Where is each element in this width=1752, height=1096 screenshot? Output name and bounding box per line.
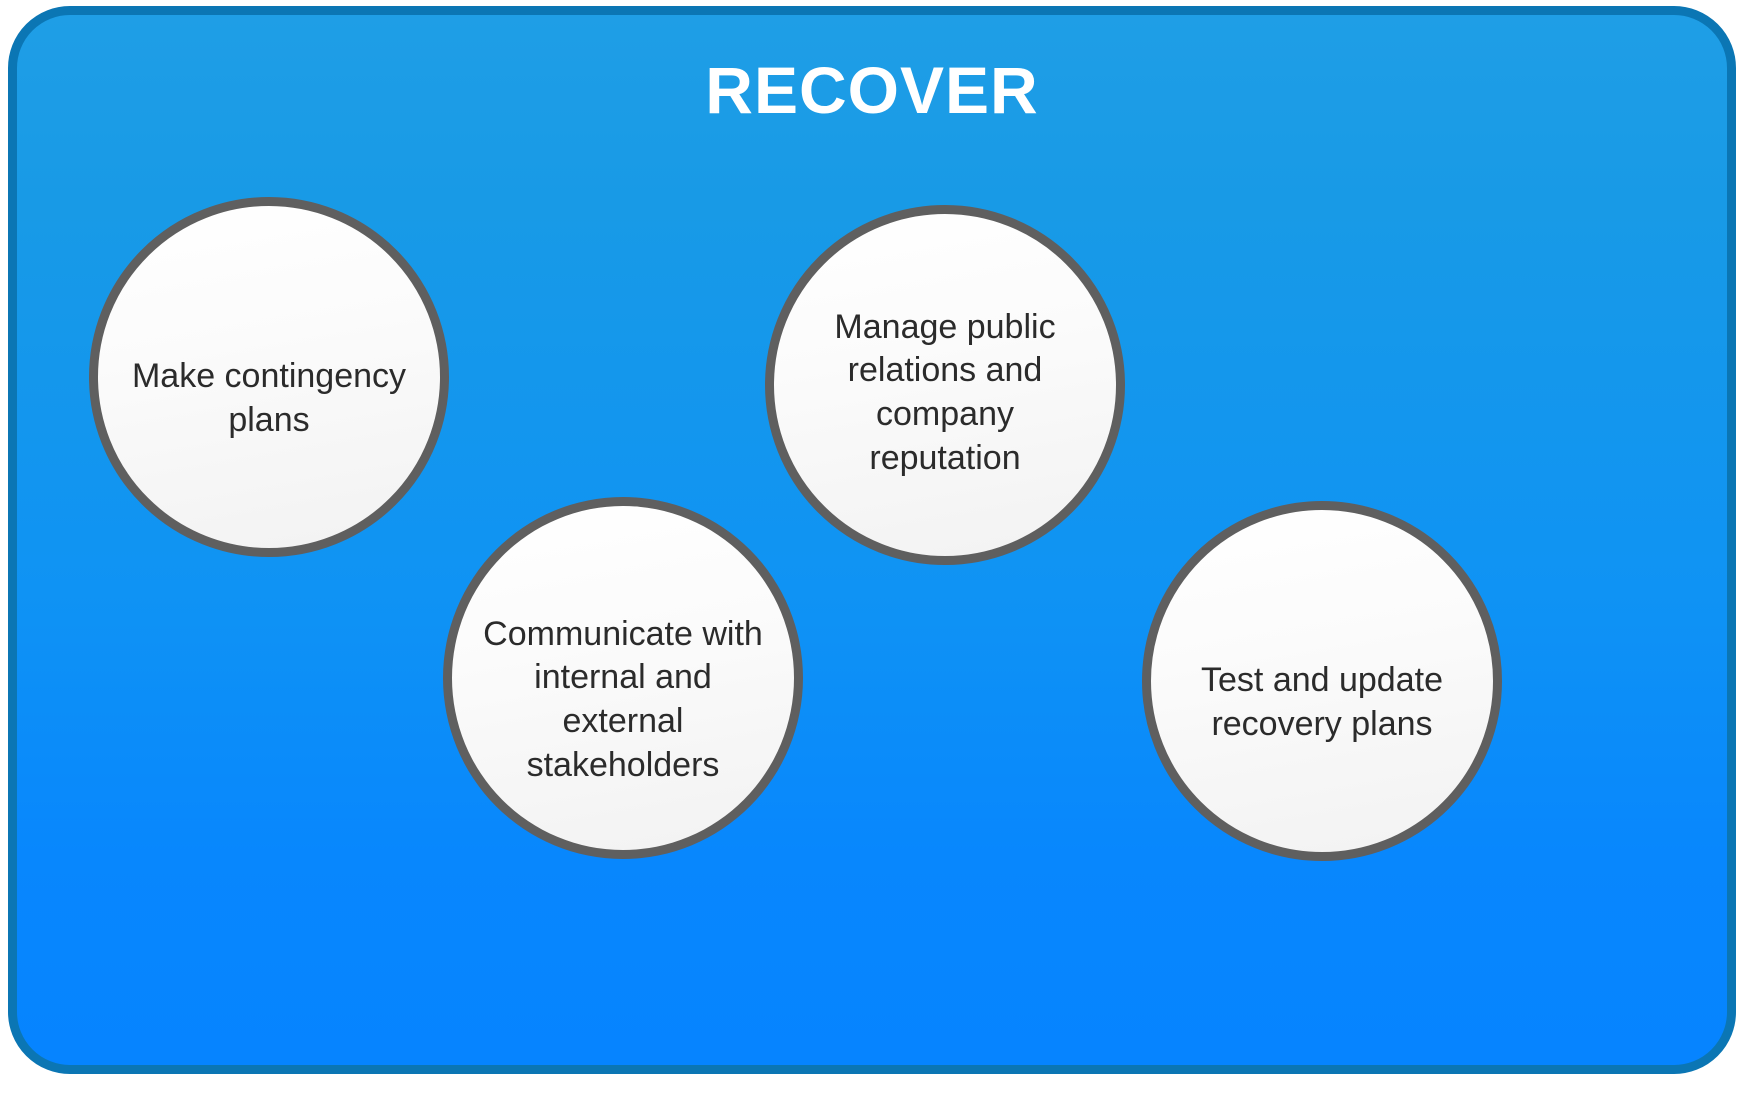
bubble-label: Make contingency plans	[131, 357, 407, 439]
bubble-test-and-update-recovery-plans[interactable]: Test and update recovery plans	[1142, 501, 1502, 861]
bubble-communicate-with-stakeholders[interactable]: Communicate with internal and external s…	[443, 497, 803, 859]
bubble-label: Communicate with internal and external s…	[483, 614, 763, 784]
page-title: RECOVER	[705, 53, 1039, 127]
bubble-label: Manage public relations and company repu…	[834, 307, 1056, 477]
bubble-manage-public-relations[interactable]: Manage public relations and company repu…	[765, 205, 1125, 565]
recover-panel: RECOVER Make contingency plans Manage pu…	[8, 6, 1736, 1074]
bubble-label: Test and update recovery plans	[1201, 661, 1443, 743]
bubble-make-contingency-plans[interactable]: Make contingency plans	[89, 197, 449, 557]
